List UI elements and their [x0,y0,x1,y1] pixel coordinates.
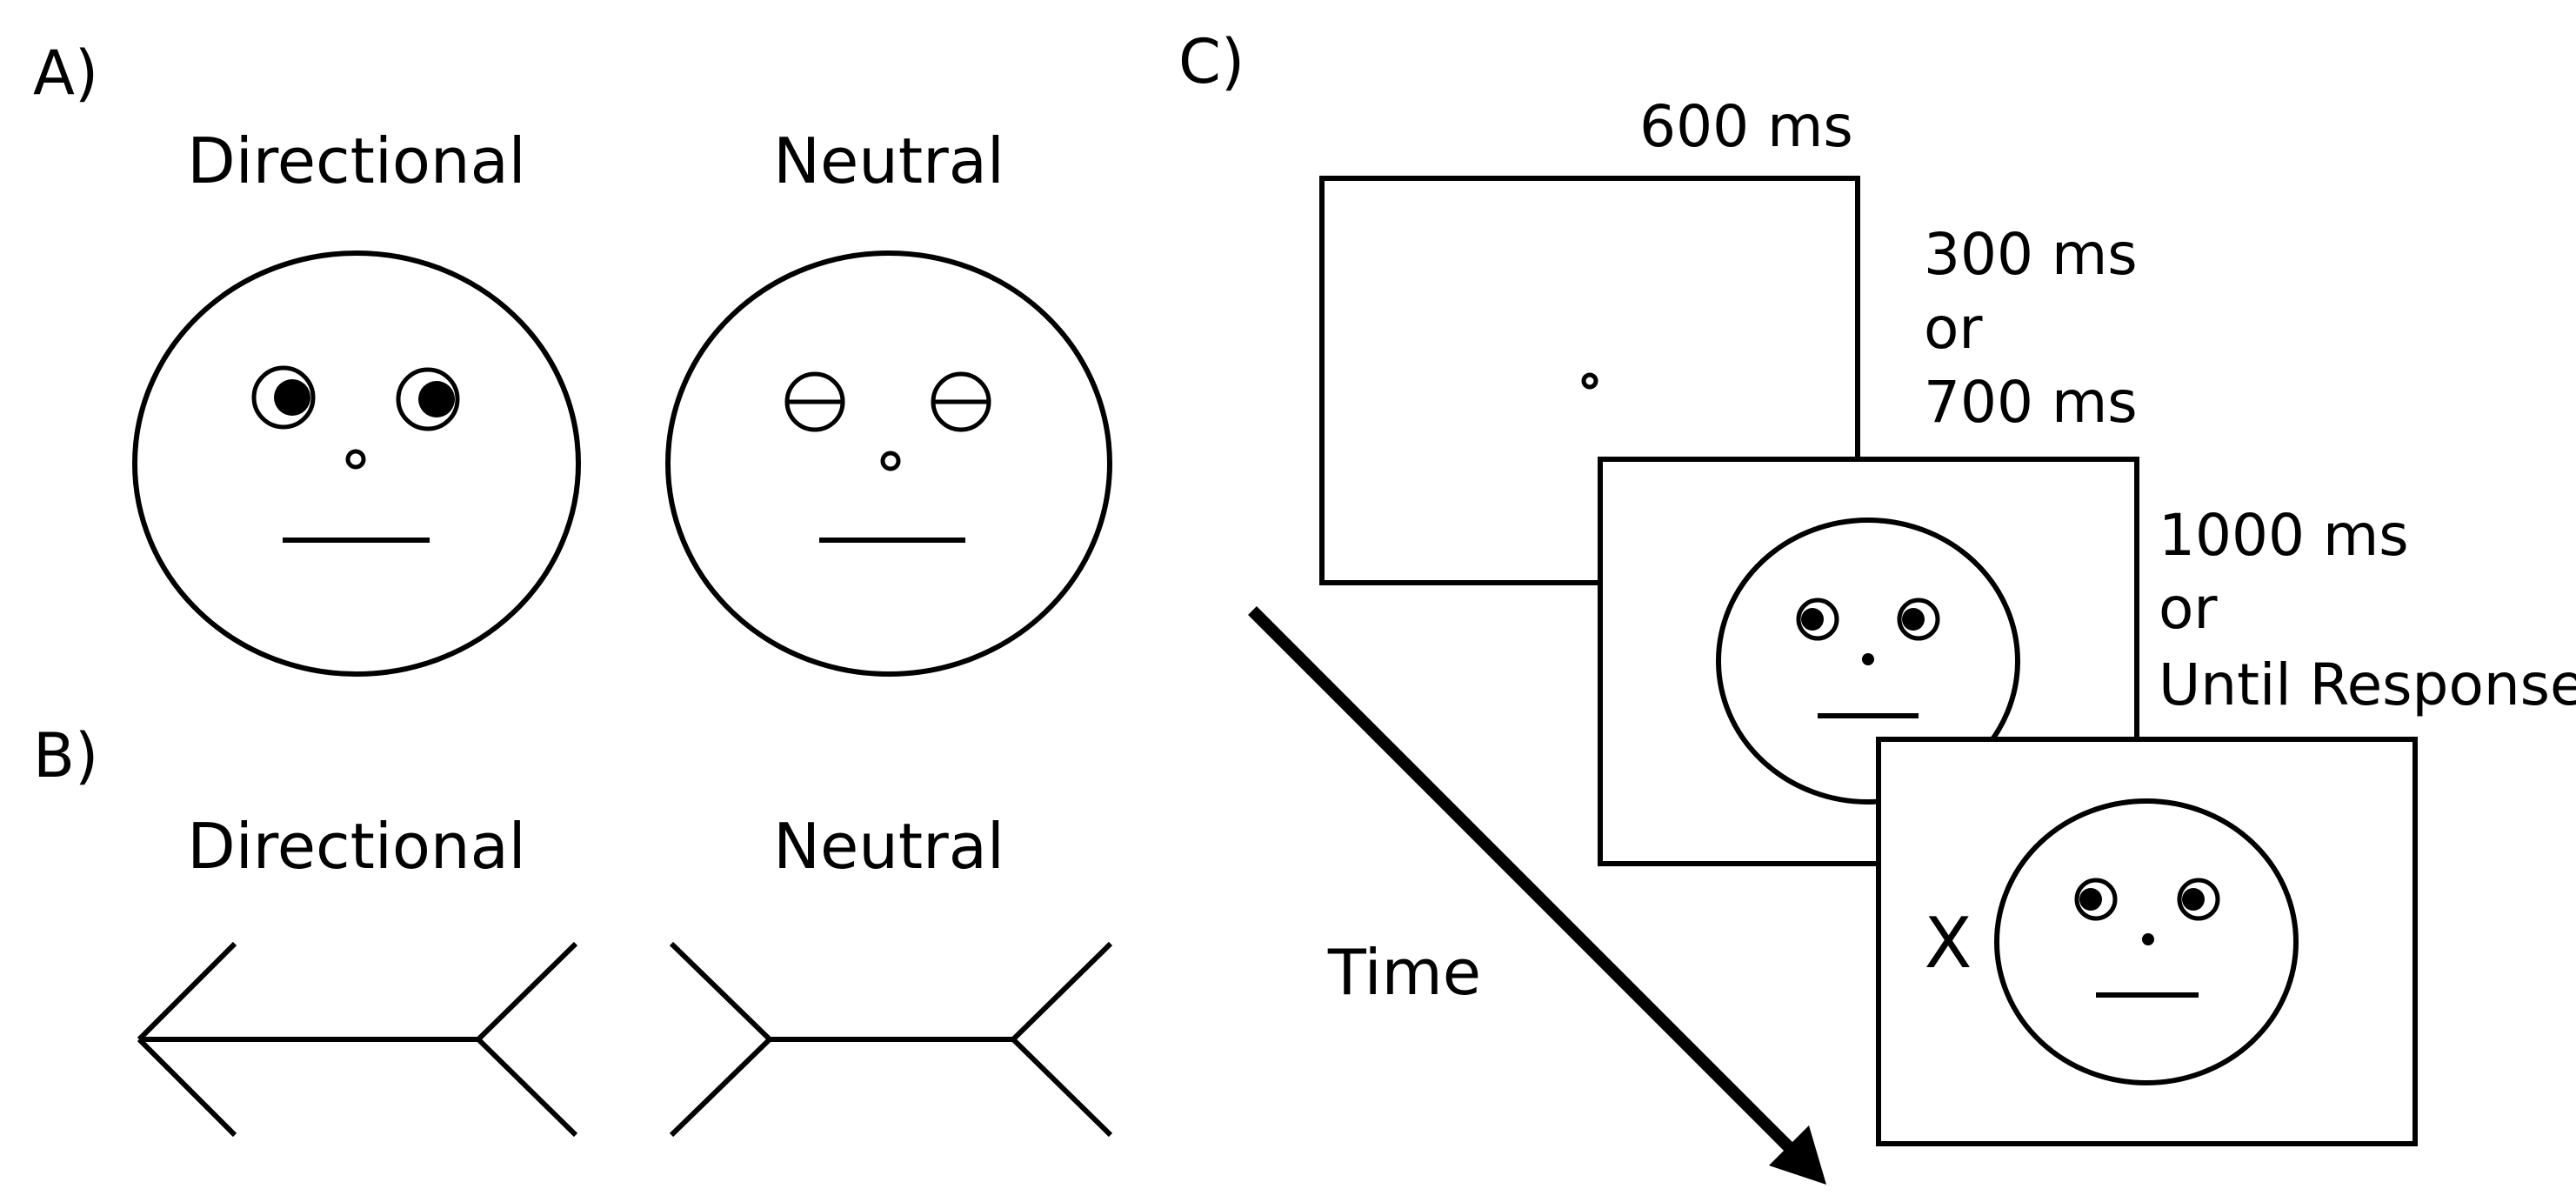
arrow-neutral-label: Neutral [773,810,1004,883]
arrow-neutral [669,941,1113,1138]
panel-b: B) Directional Neutral [33,720,1113,1138]
target-right-eye [2177,878,2220,921]
cue-right-eye [1897,598,1940,641]
face-directional-label: Directional [187,124,525,197]
face-neutral-label: Neutral [773,124,1004,197]
right-eye-directional [396,367,460,431]
pupil-right-gaze [418,381,455,417]
target-left-eye [2074,878,2118,921]
duration-target-line3: Until Response [2159,651,2576,718]
panel-b-label: B) [33,720,98,791]
arrow-end-right-lower [1011,1037,1113,1138]
panel-c-label: C) [1178,26,1245,97]
duration-target-line2: or [2159,575,2218,642]
eye-outline [396,367,460,431]
eye-outline [251,365,316,430]
cue-nose [1862,653,1874,665]
arrow-end-left-upper [669,941,772,1042]
arrow-tail-lower [476,1037,578,1138]
panel-a: A) Directional Neutral [33,37,1112,677]
left-eye-neutral [784,371,845,432]
time-arrow [1248,606,1826,1185]
nose [345,449,366,470]
duration-cue-line1: 300 ms [1924,221,2138,288]
arrow-tail-upper [476,941,578,1042]
arrow-directional [137,941,578,1138]
duration-target-line1: 1000 ms [2159,502,2409,569]
pupil-left-gaze [2182,888,2205,911]
screen-target: X [1876,737,2418,1146]
time-arrow-head [1769,1125,1826,1185]
target-symbol: X [1925,903,1972,984]
pupil-left-gaze [1801,608,1824,631]
cue-face-outline [1716,518,2020,805]
eye-outline [2177,878,2220,921]
duration-fixation: 600 ms [1639,93,1853,160]
face-outline [132,250,581,677]
eye-outline [1796,598,1839,641]
fixation-dot [1581,372,1598,390]
time-label: Time [1327,936,1481,1009]
cue-left-eye [1796,598,1839,641]
nose [880,451,901,471]
panel-a-label: A) [33,37,98,109]
face-outline [665,250,1112,677]
left-eye-directional [251,365,316,430]
right-eye-neutral [931,371,991,432]
arrow-directional-label: Directional [187,810,525,883]
eye-outline [2074,878,2118,921]
pupil-left-gaze [2079,888,2102,911]
target-nose [2142,933,2154,945]
arrow-head-upper [137,941,237,1042]
face-neutral [665,250,1112,677]
eye-outline [1897,598,1940,641]
target-face-outline [1994,798,2299,1085]
arrow-end-right-upper [1011,941,1113,1042]
arrow-end-left-lower [669,1037,772,1138]
face-directional [132,250,581,677]
duration-cue-line3: 700 ms [1924,369,2138,436]
time-arrow-shaft [1248,606,1794,1152]
pupil-right-gaze [274,379,310,416]
panel-c: C) 600 ms 300 ms or 700 ms 1000 ms o [1178,26,2576,1185]
duration-cue-line2: or [1924,295,1983,362]
pupil-left-gaze [1902,608,1925,631]
arrow-head-lower [137,1037,237,1138]
